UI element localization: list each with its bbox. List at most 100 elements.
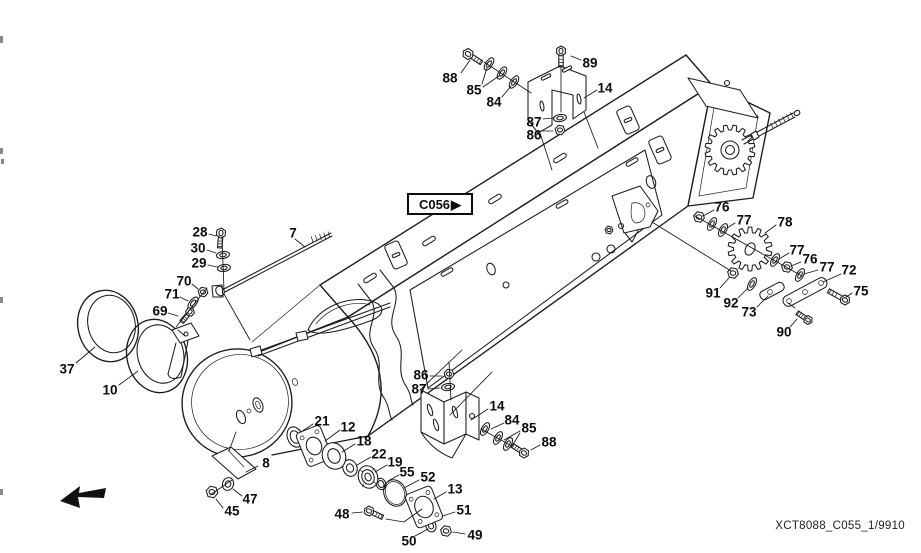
sprocket-detail bbox=[727, 226, 773, 272]
section-ref-tag: C056▶ bbox=[407, 193, 473, 215]
leader-lines-layer bbox=[75, 55, 853, 537]
callout-29: 29 bbox=[191, 256, 206, 271]
callout-49: 49 bbox=[467, 528, 482, 543]
leader-line bbox=[452, 531, 466, 535]
leader-line bbox=[387, 474, 400, 482]
leader-line bbox=[324, 429, 341, 442]
flat-washer bbox=[479, 422, 491, 436]
leader-line bbox=[702, 209, 715, 217]
callout-89: 89 bbox=[582, 56, 597, 71]
callout-48: 48 bbox=[334, 507, 350, 522]
bottom-mounting-bracket bbox=[420, 389, 445, 445]
callout-77: 77 bbox=[736, 213, 751, 228]
callout-37: 37 bbox=[59, 362, 74, 377]
leader-line bbox=[845, 292, 853, 298]
leader-line bbox=[756, 295, 769, 308]
leader-line bbox=[356, 456, 372, 466]
hex-nut bbox=[727, 267, 739, 279]
tail-top-plate bbox=[687, 77, 759, 119]
leader-line bbox=[803, 269, 819, 275]
leader-line bbox=[245, 465, 259, 473]
leader-line bbox=[206, 249, 217, 254]
leader-line bbox=[583, 89, 598, 99]
doc-reference: XCT8088_C055_1/9910 bbox=[775, 520, 905, 532]
access-tab bbox=[384, 240, 408, 270]
side-reinforcement-panel bbox=[409, 149, 663, 389]
ring-clamp-strap bbox=[167, 322, 200, 379]
slot-hole bbox=[422, 235, 436, 247]
leader-line bbox=[191, 283, 199, 290]
shim-plate bbox=[211, 446, 257, 480]
callout-85: 85 bbox=[521, 421, 537, 436]
leader-line bbox=[737, 287, 749, 299]
hex-bolt bbox=[215, 227, 227, 249]
flat-washer bbox=[483, 57, 495, 71]
slot-hole bbox=[623, 116, 633, 124]
leader-line bbox=[503, 430, 521, 441]
callout-50: 50 bbox=[401, 534, 416, 549]
flat-washer bbox=[342, 459, 358, 477]
svg-text:C056▶: C056▶ bbox=[419, 197, 462, 212]
callout-14: 14 bbox=[597, 81, 613, 96]
callout-12: 12 bbox=[340, 420, 355, 435]
slot-hole bbox=[561, 65, 573, 73]
bottom-bracket-base bbox=[420, 431, 467, 459]
leader-line bbox=[789, 318, 798, 328]
hex-bolt bbox=[556, 45, 566, 68]
leader-line bbox=[719, 277, 730, 289]
leader-line bbox=[351, 511, 364, 514]
callout-87: 87 bbox=[526, 115, 541, 130]
callout-84: 84 bbox=[504, 413, 520, 428]
leader-line bbox=[482, 75, 500, 88]
leader-line bbox=[374, 464, 388, 473]
leader-line bbox=[179, 296, 189, 302]
callout-73: 73 bbox=[741, 305, 757, 320]
callout-19: 19 bbox=[387, 455, 402, 470]
callout-91: 91 bbox=[705, 286, 721, 301]
leader-line bbox=[511, 432, 521, 447]
leader-line bbox=[341, 443, 356, 453]
callout-10: 10 bbox=[102, 383, 117, 398]
callout-8: 8 bbox=[262, 456, 270, 471]
section-break-top-b bbox=[379, 269, 395, 289]
access-tab bbox=[648, 135, 672, 165]
callout-7: 7 bbox=[289, 226, 297, 241]
callout-88: 88 bbox=[541, 435, 557, 450]
hex-bolt bbox=[363, 505, 385, 520]
tensioner-rod bbox=[741, 109, 801, 145]
leader-line bbox=[118, 370, 139, 386]
hex-bolt bbox=[179, 307, 195, 324]
leader-line bbox=[822, 273, 842, 283]
leader-line bbox=[726, 222, 736, 229]
hose-coil bbox=[307, 299, 383, 334]
callout-45: 45 bbox=[224, 504, 240, 519]
top-mounting-bracket bbox=[527, 65, 587, 134]
tail-sprocket bbox=[704, 124, 756, 176]
callout-21: 21 bbox=[314, 414, 330, 429]
leader-line bbox=[790, 261, 802, 267]
leader-line bbox=[215, 498, 224, 509]
bottom-bracket-web bbox=[443, 391, 467, 445]
callout-87: 87 bbox=[411, 382, 426, 397]
hex-nut bbox=[781, 261, 793, 273]
fasteners-layer bbox=[76, 45, 850, 537]
view-direction-arrow-icon bbox=[60, 486, 106, 508]
callout-86: 86 bbox=[413, 368, 429, 383]
leader-line bbox=[300, 423, 314, 433]
bearing-disc bbox=[321, 442, 347, 470]
slot-hole bbox=[553, 152, 567, 164]
slot-hole bbox=[625, 157, 639, 167]
callout-22: 22 bbox=[371, 447, 386, 462]
boom-assembly bbox=[251, 54, 771, 459]
callout-76: 76 bbox=[714, 200, 730, 215]
leader-line bbox=[442, 511, 456, 517]
flat-washer bbox=[441, 382, 455, 392]
callout-51: 51 bbox=[456, 503, 472, 518]
leader-line bbox=[414, 528, 429, 537]
callout-30: 30 bbox=[190, 241, 205, 256]
callout-69: 69 bbox=[152, 304, 167, 319]
leader-line bbox=[403, 479, 420, 489]
callout-78: 78 bbox=[777, 215, 793, 230]
